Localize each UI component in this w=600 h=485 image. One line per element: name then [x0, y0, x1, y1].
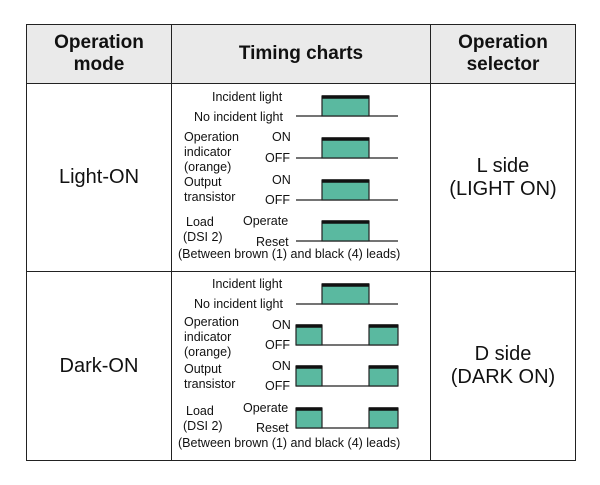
label-dsi: (DSI 2): [183, 230, 223, 244]
label-no-incident-light: No incident light: [194, 297, 283, 311]
label-operation-indicator-3: (orange): [184, 345, 232, 359]
waveform-dark-on-incident: [296, 283, 398, 305]
label-indicator-on: ON: [272, 130, 291, 144]
waveform-light-on-load: [296, 220, 398, 242]
label-operation-indicator-2: indicator: [184, 330, 232, 344]
waveform-light-on-incident: [296, 95, 398, 117]
label-dsi: (DSI 2): [183, 419, 223, 433]
selector-dark-on-line1: D side: [474, 343, 532, 365]
label-indicator-off: OFF: [265, 151, 290, 165]
label-lead-note: (Between brown (1) and black (4) leads): [178, 436, 401, 450]
label-transistor-off: OFF: [265, 193, 290, 207]
label-load-operate: Operate: [243, 401, 289, 415]
label-transistor-off: OFF: [265, 379, 290, 393]
label-indicator-off: OFF: [265, 338, 290, 352]
waveform-dark-on-indicator: [295, 324, 399, 346]
label-output-transistor-2: transistor: [184, 190, 236, 204]
divider-vertical-2: [430, 25, 431, 460]
label-transistor-on: ON: [272, 359, 291, 373]
label-lead-note: (Between brown (1) and black (4) leads): [178, 247, 401, 261]
waveform-light-on-indicator: [296, 137, 398, 159]
selector-light-on: L side (LIGHT ON): [431, 84, 575, 271]
label-output-transistor-2: transistor: [184, 377, 236, 391]
header-operation-mode: Operation mode: [27, 25, 171, 83]
divider-vertical-1: [171, 25, 172, 460]
label-load: Load: [186, 215, 214, 229]
selector-light-on-line2: (LIGHT ON): [449, 177, 557, 200]
header-operation-selector: Operation selector: [431, 25, 575, 83]
label-operation-indicator: Operation: [184, 315, 239, 329]
divider-rows: [27, 271, 575, 272]
selector-dark-on: D side (DARK ON): [431, 272, 575, 460]
label-load-reset: Reset: [256, 421, 289, 435]
waveform-dark-on-load: [295, 407, 399, 429]
label-indicator-on: ON: [272, 318, 291, 332]
label-output-transistor: Output: [184, 362, 222, 376]
label-transistor-on: ON: [272, 173, 291, 187]
selector-dark-on-line2: (DARK ON): [450, 366, 556, 388]
waveform-light-on-transistor: [296, 179, 398, 201]
label-incident-light: Incident light: [212, 90, 283, 104]
label-operation-indicator-3: (orange): [184, 160, 232, 174]
label-operation-indicator-2: indicator: [184, 145, 232, 159]
waveform-dark-on-transistor: [295, 365, 399, 387]
label-no-incident-light: No incident light: [194, 110, 283, 124]
label-operation-indicator: Operation: [184, 130, 239, 144]
label-load: Load: [186, 404, 214, 418]
selector-light-on-line1: L side: [476, 154, 530, 177]
mode-light-on: Light-ON: [58, 166, 140, 188]
divider-header: [27, 83, 575, 84]
mode-dark-on: Dark-ON: [59, 354, 139, 377]
label-output-transistor: Output: [184, 175, 222, 189]
label-incident-light: Incident light: [212, 277, 283, 291]
label-load-operate: Operate: [243, 214, 289, 228]
label-load-reset: Reset: [256, 235, 289, 249]
header-timing-charts: Timing charts: [172, 25, 430, 83]
timing-table: Operation mode Timing charts Operation s…: [26, 24, 576, 461]
